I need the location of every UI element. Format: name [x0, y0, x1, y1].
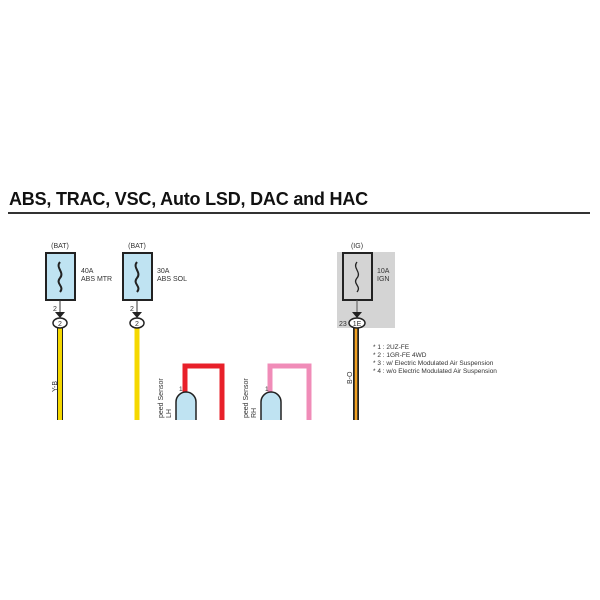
sensor-rh-pin: 1 — [265, 386, 269, 393]
arrow-icon — [132, 312, 142, 318]
fuse-icon — [134, 261, 140, 293]
arrow-icon — [55, 312, 65, 318]
fuse-icon — [354, 261, 360, 293]
fuse-3-pin: 23 — [339, 321, 347, 328]
fuse-1-amps: 40A — [81, 268, 94, 275]
fuse-2-source: (BAT) — [128, 243, 146, 250]
wire-label-y-b: Y-B — [52, 381, 59, 392]
connector-3 — [348, 317, 366, 329]
fuse-3-source: (IG) — [351, 243, 363, 250]
diagram-title: ABS, TRAC, VSC, Auto LSD, DAC and HAC — [9, 189, 368, 209]
fuse-1-name: ABS MTR — [81, 276, 112, 283]
note-3: * 3 : w/ Electric Modulated Air Suspensi… — [373, 360, 494, 367]
sensor-lh-side: LH — [166, 409, 173, 418]
fuse-2-name: ABS SOL — [157, 276, 187, 283]
note-2: * 2 : 1GR-FE 4WD — [373, 352, 427, 359]
fuse-1-source: (BAT) — [51, 243, 69, 250]
wire-label-b-o: B-O — [347, 371, 354, 384]
fuse-1-connector: 2 — [58, 321, 62, 328]
wire-sensor-lh — [182, 363, 225, 420]
speed-sensor-rh — [260, 391, 282, 420]
fuse-3-amps: 10A — [377, 268, 390, 275]
arrow-icon — [352, 312, 362, 318]
fuse-1-pin: 2 — [53, 306, 57, 313]
fuse-3-name: IGN — [377, 276, 389, 283]
sensor-lh-label: peed Sensor — [158, 378, 165, 418]
sensor-rh-label: peed Sensor — [243, 378, 250, 418]
note-4: * 4 : w/o Electric Modulated Air Suspens… — [373, 368, 497, 375]
fuse-3-connector: 1E — [353, 321, 362, 328]
sensor-lh-pin: 1 — [179, 386, 183, 393]
connector-2 — [129, 317, 145, 329]
fuse-2-pin: 2 — [130, 306, 134, 313]
connector-1 — [52, 317, 68, 329]
wire-sensor-rh — [267, 363, 312, 420]
ig-relay-block-area — [337, 252, 395, 328]
title-divider — [8, 212, 590, 214]
fuse-2-connector: 2 — [135, 321, 139, 328]
sensor-rh-side: RH — [251, 408, 258, 418]
fuse-icon — [57, 261, 63, 293]
notes-list: * 1 : 2UZ-FE * 2 : 1GR-FE 4WD * 3 : w/ E… — [373, 344, 497, 375]
speed-sensor-lh — [175, 391, 197, 420]
fuse-2-amps: 30A — [157, 268, 170, 275]
note-1: * 1 : 2UZ-FE — [373, 344, 410, 351]
